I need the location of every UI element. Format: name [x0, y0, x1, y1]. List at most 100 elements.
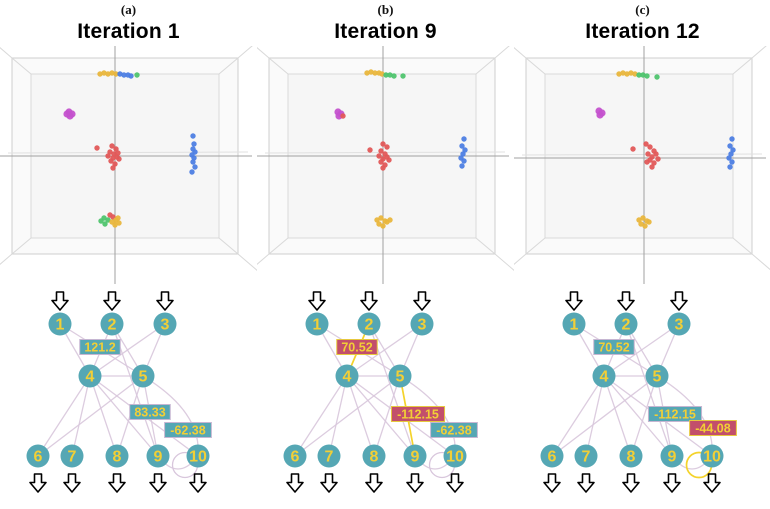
graph-edge-4-6: [37, 375, 91, 457]
graph-node-label: 4: [86, 369, 95, 386]
graph-node-label: 6: [548, 449, 557, 466]
graph-edge-4-9: [346, 375, 416, 457]
graph-edge-5-6: [294, 375, 401, 457]
scatter-cluster-green: [134, 72, 140, 78]
plot-box-edge: [494, 46, 510, 59]
data-point: [636, 217, 642, 223]
plot-box-edge: [257, 47, 270, 59]
iteration-title-b: Iteration 9: [334, 20, 437, 43]
data-point: [109, 143, 115, 149]
graph-node-6: 6: [283, 444, 307, 468]
graph-edge-4-6: [294, 375, 348, 457]
graph-edge-4-8: [89, 375, 118, 457]
graph-edge-5-8: [630, 375, 658, 457]
data-point: [391, 73, 397, 79]
edge-weight-value: 70.52: [341, 341, 372, 355]
data-point: [459, 143, 465, 149]
input-arrow-icon-node-2: [360, 291, 378, 311]
data-point: [189, 169, 195, 175]
plot-box-edge: [525, 237, 546, 255]
data-point: [380, 141, 386, 147]
data-point: [378, 215, 384, 221]
graph-node-label: 5: [396, 369, 405, 386]
output-arrow-icon-node-9: [663, 473, 681, 493]
plot-box-edge: [514, 253, 527, 265]
data-point: [653, 151, 659, 157]
output-arrow-icon-node-6: [543, 473, 561, 493]
edge-weight-label: 121.2: [79, 339, 121, 355]
data-point: [651, 160, 657, 166]
graph-node-label: 6: [34, 449, 43, 466]
graph-node-label: 10: [446, 449, 464, 466]
input-arrow-icon-node-1: [308, 291, 326, 311]
data-point: [728, 151, 734, 157]
data-point: [190, 133, 196, 139]
plot-box-edge: [268, 57, 289, 75]
graph-node-label: 8: [627, 449, 636, 466]
edge-weight-label: -112.15: [390, 406, 446, 422]
graph-node-9: 9: [660, 444, 684, 468]
scatter-cluster-blue: [189, 133, 198, 175]
plot-box-edge: [494, 253, 514, 271]
edge-weight-label: -44.08: [689, 420, 737, 436]
scatter3d-plot-b: [257, 46, 514, 284]
input-arrow-icon-node-3: [670, 291, 688, 311]
data-point: [387, 217, 393, 223]
scatter-cluster-magenta: [334, 108, 345, 120]
graph-node-label: 7: [582, 449, 591, 466]
data-point: [134, 72, 140, 78]
scatter-cluster-red: [630, 141, 661, 170]
plot-box-edge: [218, 237, 239, 255]
data-point: [462, 147, 468, 153]
plot-box-edge: [0, 47, 13, 59]
graph-node-label: 1: [56, 317, 65, 334]
data-point: [191, 141, 197, 147]
graph-node-3: 3: [410, 312, 434, 336]
scatter3d-plot-a: [0, 46, 257, 284]
data-point: [654, 74, 660, 80]
graph-node-2: 2: [614, 312, 638, 336]
plot-box-edge: [257, 253, 270, 265]
graph-node-4: 4: [78, 364, 102, 388]
graph-node-6: 6: [26, 444, 50, 468]
data-point: [376, 153, 382, 159]
data-point: [374, 217, 380, 223]
plot-box-edge: [268, 237, 289, 255]
graph-node-10: 10: [700, 444, 724, 468]
data-point: [461, 136, 467, 142]
input-arrow-icon-node-3: [413, 291, 431, 311]
data-point: [646, 219, 652, 225]
graph-node-7: 7: [574, 444, 598, 468]
data-point: [380, 165, 386, 171]
edge-weight-value: -112.15: [397, 408, 439, 422]
data-point: [335, 112, 343, 120]
graph-node-10: 10: [186, 444, 210, 468]
graph-node-9: 9: [146, 444, 170, 468]
output-arrow-icon-node-6: [286, 473, 304, 493]
data-point: [105, 153, 111, 159]
output-arrow-icon-node-6: [29, 473, 47, 493]
data-point: [116, 220, 122, 226]
scatter-cluster-blue: [458, 136, 468, 169]
graph-node-8: 8: [362, 444, 386, 468]
graph-edge-4-7: [328, 375, 348, 457]
data-point: [643, 141, 649, 147]
graph-node-label: 8: [370, 449, 379, 466]
graph-node-9: 9: [403, 444, 427, 468]
graph-node-label: 5: [653, 369, 662, 386]
data-point: [727, 143, 733, 149]
edge-weight-value: -62.38: [436, 424, 471, 438]
graph-node-4: 4: [335, 364, 359, 388]
graph-node-1: 1: [305, 312, 329, 336]
data-point: [107, 149, 113, 155]
graph-node-label: 9: [154, 449, 163, 466]
data-point: [596, 111, 604, 119]
data-point: [115, 215, 121, 221]
data-point: [645, 151, 651, 157]
data-point: [128, 73, 134, 79]
graph-edge-3-4: [89, 323, 166, 377]
data-point: [112, 161, 118, 167]
edge-weight-label: 70.52: [593, 339, 635, 355]
plot-box-edge: [751, 253, 770, 271]
